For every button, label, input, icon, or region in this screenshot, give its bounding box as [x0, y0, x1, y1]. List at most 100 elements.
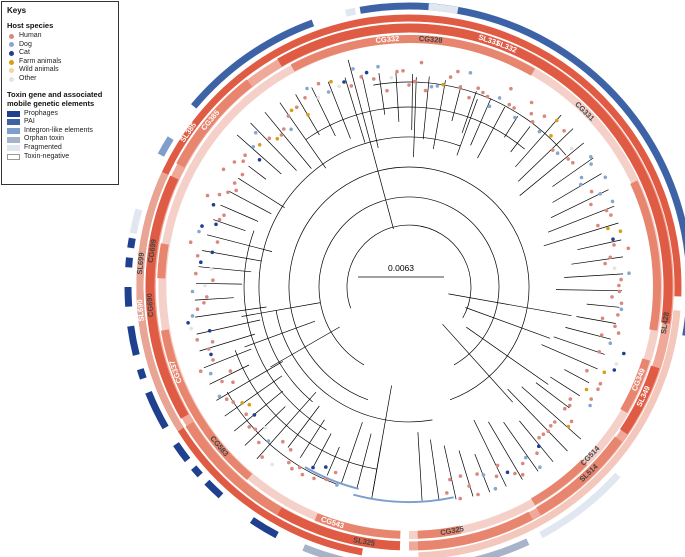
branch-segment: [442, 323, 513, 403]
host-color-dot: [9, 42, 14, 48]
sl-ring-section: [277, 23, 673, 324]
toxin-ring-prophage: [125, 257, 133, 268]
branch-segment: [564, 369, 590, 384]
tip-host-dot: [305, 86, 309, 91]
tip-host-dot: [306, 113, 310, 117]
tip-host-dot: [546, 429, 550, 434]
branch-segment: [518, 128, 574, 182]
toxin-ring-pai: [191, 19, 315, 109]
tip-host-dot: [190, 289, 195, 294]
tip-host-dot: [279, 133, 284, 137]
toxin-swatch: [7, 145, 20, 152]
scale-bar: 0.0063: [358, 263, 444, 278]
branch-segment: [552, 157, 594, 187]
host-color-dot: [9, 76, 14, 82]
branch-segment: [361, 74, 379, 148]
branch-segment: [248, 165, 267, 180]
tip-host-dot: [289, 108, 294, 113]
toxin-ring-prophage: [127, 325, 140, 356]
tip-host-dot: [228, 369, 233, 373]
tip-host-dot: [541, 432, 546, 437]
clonal-group-label: CG332: [375, 34, 399, 45]
branch-segment: [224, 375, 283, 417]
tip-host-dot: [243, 153, 247, 157]
tip-host-dot: [551, 148, 555, 152]
tip-host-dot: [529, 111, 534, 116]
tip-host-dot: [602, 370, 607, 375]
tip-host-dot: [567, 403, 572, 408]
branch-segment: [507, 388, 568, 452]
integron-clade-arc: [353, 493, 454, 504]
tip-host-dot: [210, 250, 215, 255]
branch-segment: [555, 289, 623, 292]
tip-host-dot: [326, 90, 331, 94]
tip-host-dot: [619, 307, 624, 312]
tip-host-dot: [190, 314, 195, 318]
host-legend-item: Other: [7, 75, 113, 84]
tip-host-dot: [611, 237, 615, 241]
branch-segment: [311, 87, 336, 137]
branch-segment: [279, 102, 327, 169]
toxin-ring-prophage: [191, 465, 203, 478]
cg-ring-section: [157, 243, 169, 279]
tip-host-dot: [351, 67, 355, 71]
tip-host-dot: [476, 492, 480, 497]
branch-arc: [288, 166, 530, 401]
tip-host-dot: [209, 352, 213, 357]
host-color-dot: [9, 50, 14, 56]
tip-host-dot: [627, 271, 631, 276]
tip-host-dot: [487, 104, 492, 109]
tip-host-dot: [188, 240, 193, 244]
host-legend-item: Dog: [7, 41, 113, 50]
tip-host-dot: [300, 472, 305, 477]
tip-host-dot: [609, 213, 613, 217]
toxin-title: Toxin gene and associated mobile genetic…: [7, 89, 103, 108]
tip-host-dot: [240, 172, 245, 177]
branch-segment: [417, 432, 423, 502]
tip-host-dot: [481, 90, 485, 95]
tip-host-dot: [221, 167, 226, 172]
branch-arc: [243, 230, 327, 431]
tip-host-dot: [253, 427, 258, 432]
tip-markers: [186, 60, 631, 501]
tip-host-dot: [263, 425, 268, 430]
tip-host-dot: [395, 69, 399, 74]
tip-host-dot: [589, 397, 593, 401]
tip-host-dot: [281, 439, 285, 444]
branch-segment: [586, 303, 620, 308]
tip-host-dot: [286, 114, 291, 118]
toxin-ring-fragmented: [428, 3, 459, 14]
branch-segment: [356, 433, 372, 489]
branch-segment: [341, 422, 363, 483]
tip-host-dot: [599, 333, 604, 337]
branch-arc: [346, 224, 472, 319]
branch-segment: [256, 391, 317, 460]
tip-host-dot: [569, 146, 574, 151]
tip-host-dot: [606, 226, 610, 231]
cg-ring-section: [314, 513, 401, 539]
tip-host-dot: [555, 151, 560, 155]
tip-host-dot: [288, 448, 293, 452]
tip-host-dot: [555, 118, 559, 123]
toxin-ring-prophage: [136, 368, 147, 380]
tip-host-dot: [603, 175, 608, 180]
branch-segment: [470, 98, 492, 146]
tip-host-dot: [231, 400, 235, 404]
tip-host-dot: [282, 127, 286, 131]
toxin-legend-item: PAI: [7, 118, 113, 127]
branch-segment: [270, 326, 340, 368]
tip-host-dot: [458, 496, 463, 501]
tip-host-dot: [407, 83, 411, 87]
tip-host-dot: [312, 476, 316, 481]
branch-segment: [541, 344, 598, 370]
sl-ring-section: [176, 79, 253, 168]
branch-segment: [465, 307, 551, 339]
branch-segment: [473, 419, 507, 487]
tip-host-dot: [448, 477, 452, 482]
tip-host-dot: [324, 477, 329, 482]
tip-host-dot: [359, 75, 364, 79]
tip-host-dot: [610, 295, 614, 299]
branch-segment: [519, 420, 554, 463]
